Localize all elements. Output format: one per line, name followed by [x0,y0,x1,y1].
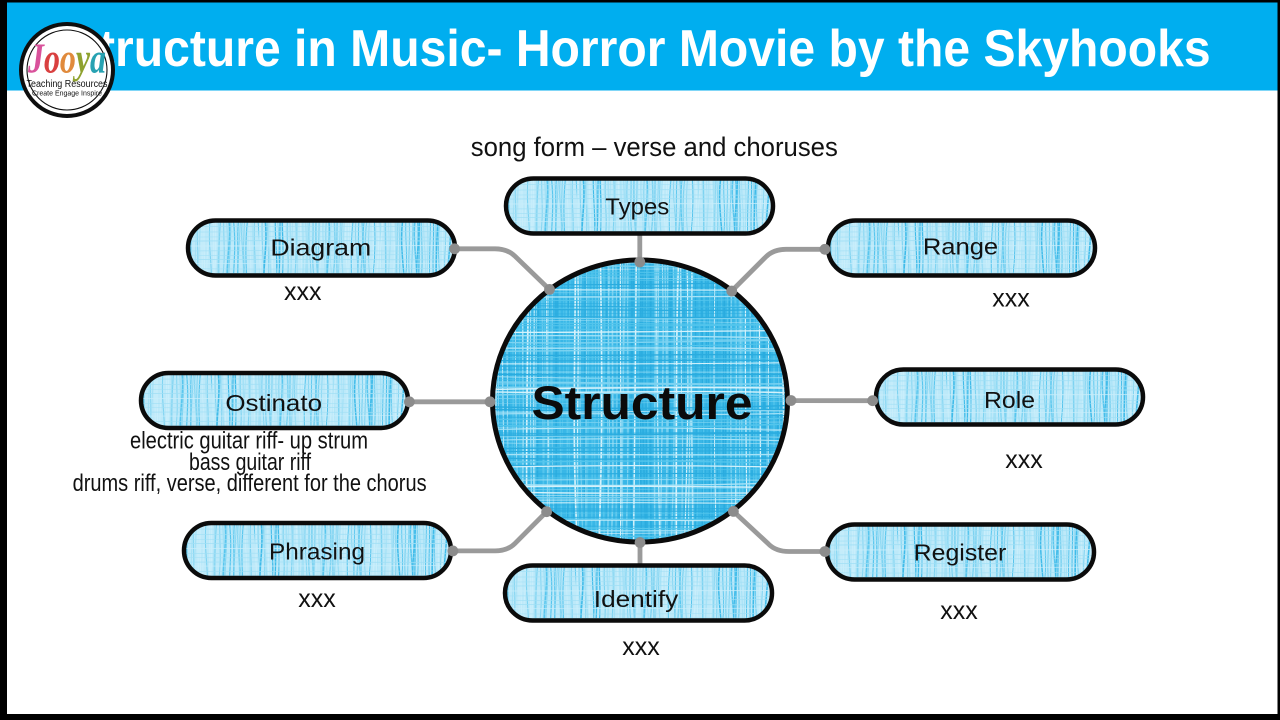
svg-text:xxx: xxx [298,585,336,613]
svg-text:Ostinato: Ostinato [225,390,322,416]
svg-text:Structure: Structure [532,377,753,430]
svg-text:xxx: xxx [940,597,978,625]
svg-text:xxx: xxx [1005,446,1043,474]
svg-text:Register: Register [914,540,1007,566]
svg-text:bass guitar riff: bass guitar riff [189,449,311,476]
svg-text:Diagram: Diagram [270,234,371,260]
svg-text:xxx: xxx [622,633,660,661]
svg-text:xxx: xxx [284,278,322,306]
svg-text:xxx: xxx [992,285,1030,313]
svg-text:drums riff, verse, different f: drums riff, verse, different for the cho… [73,470,427,497]
svg-text:Role: Role [984,387,1035,413]
svg-text:Jooya: Jooya [27,37,106,83]
svg-text:Range: Range [923,234,998,260]
svg-text:electric guitar riff- up strum: electric guitar riff- up strum [130,428,368,455]
svg-text:Phrasing: Phrasing [269,539,365,565]
svg-text:Structure in Music- Horror Mov: Structure in Music- Horror Movie by the … [67,20,1211,78]
svg-text:Create Engage Inspire: Create Engage Inspire [32,91,102,98]
svg-text:Identify: Identify [594,586,679,612]
svg-text:song form – verse and choruses: song form – verse and choruses [471,132,838,162]
svg-text:Types: Types [605,194,669,220]
svg-text:Teaching Resources: Teaching Resources [27,79,108,90]
